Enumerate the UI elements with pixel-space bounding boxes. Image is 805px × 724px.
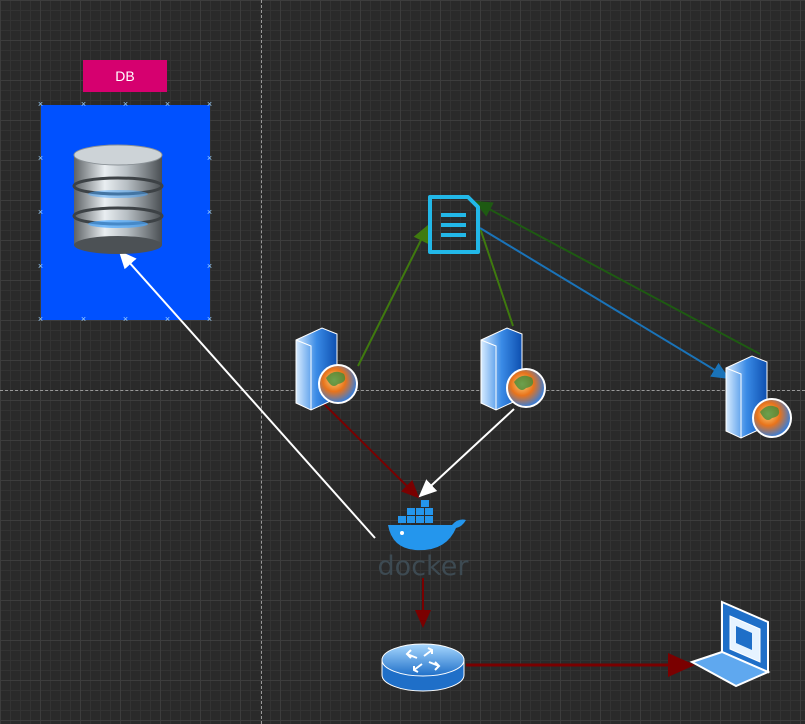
- edge-server2-to-docker[interactable]: [418, 408, 515, 498]
- edge-server1-to-docker[interactable]: [321, 401, 420, 499]
- edge-document-to-server3[interactable]: [479, 227, 730, 380]
- handle-e2[interactable]: ×: [206, 207, 213, 217]
- vertical-guide-line: [261, 0, 262, 724]
- database-icon[interactable]: [72, 144, 164, 254]
- web-server-icon-2[interactable]: [480, 327, 546, 411]
- handle-s3[interactable]: ×: [164, 314, 171, 324]
- handle-ne[interactable]: ×: [206, 99, 213, 109]
- horizontal-guide-line: [0, 390, 805, 391]
- db-container-label[interactable]: DB: [83, 60, 167, 92]
- laptop-icon[interactable]: [689, 600, 771, 688]
- docker-icon[interactable]: docker: [378, 500, 470, 582]
- docker-wordmark: docker: [378, 551, 470, 582]
- edge-server3-to-document[interactable]: [474, 201, 761, 355]
- edge-docker-to-db[interactable]: [118, 250, 376, 539]
- edge-server2-to-document[interactable]: [479, 227, 514, 327]
- web-server-icon-3[interactable]: [725, 355, 792, 439]
- handle-w2[interactable]: ×: [37, 207, 44, 217]
- handle-se[interactable]: ×: [206, 314, 213, 324]
- edge-server1-to-document[interactable]: [357, 224, 429, 367]
- router-icon[interactable]: [381, 643, 465, 692]
- handle-e3[interactable]: ×: [206, 261, 213, 271]
- handle-nw[interactable]: ×: [37, 99, 44, 109]
- document-icon[interactable]: [428, 195, 480, 254]
- handle-n2[interactable]: ×: [122, 99, 129, 109]
- handle-w1[interactable]: ×: [37, 153, 44, 163]
- web-server-icon-1[interactable]: [295, 327, 358, 411]
- handle-s2[interactable]: ×: [122, 314, 129, 324]
- handle-sw[interactable]: ×: [37, 314, 44, 324]
- handle-w3[interactable]: ×: [37, 261, 44, 271]
- handle-n1[interactable]: ×: [80, 99, 87, 109]
- handle-s1[interactable]: ×: [80, 314, 87, 324]
- handle-n3[interactable]: ×: [164, 99, 171, 109]
- handle-e1[interactable]: ×: [206, 153, 213, 163]
